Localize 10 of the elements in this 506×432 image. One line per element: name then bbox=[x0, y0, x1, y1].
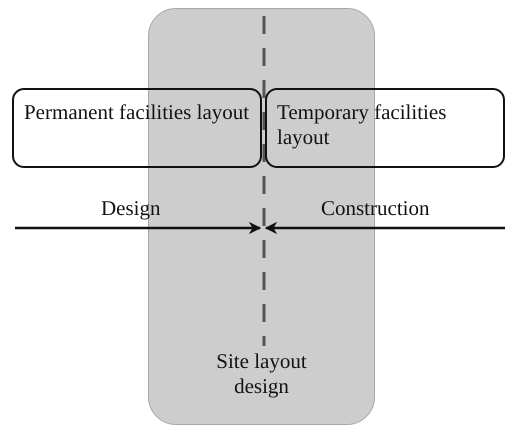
arrow bbox=[15, 222, 262, 234]
node-label: Permanent facilities layout bbox=[24, 100, 250, 125]
node-label: Temporary facilities layout bbox=[277, 100, 448, 150]
rounded-box bbox=[265, 88, 505, 168]
arrow bbox=[264, 222, 505, 234]
rounded-box bbox=[12, 88, 262, 168]
dashed-divider bbox=[261, 16, 267, 346]
edge-label: Construction bbox=[320, 196, 430, 221]
node-label: Site layout design bbox=[215, 349, 308, 399]
edge-label: Design bbox=[100, 196, 162, 221]
